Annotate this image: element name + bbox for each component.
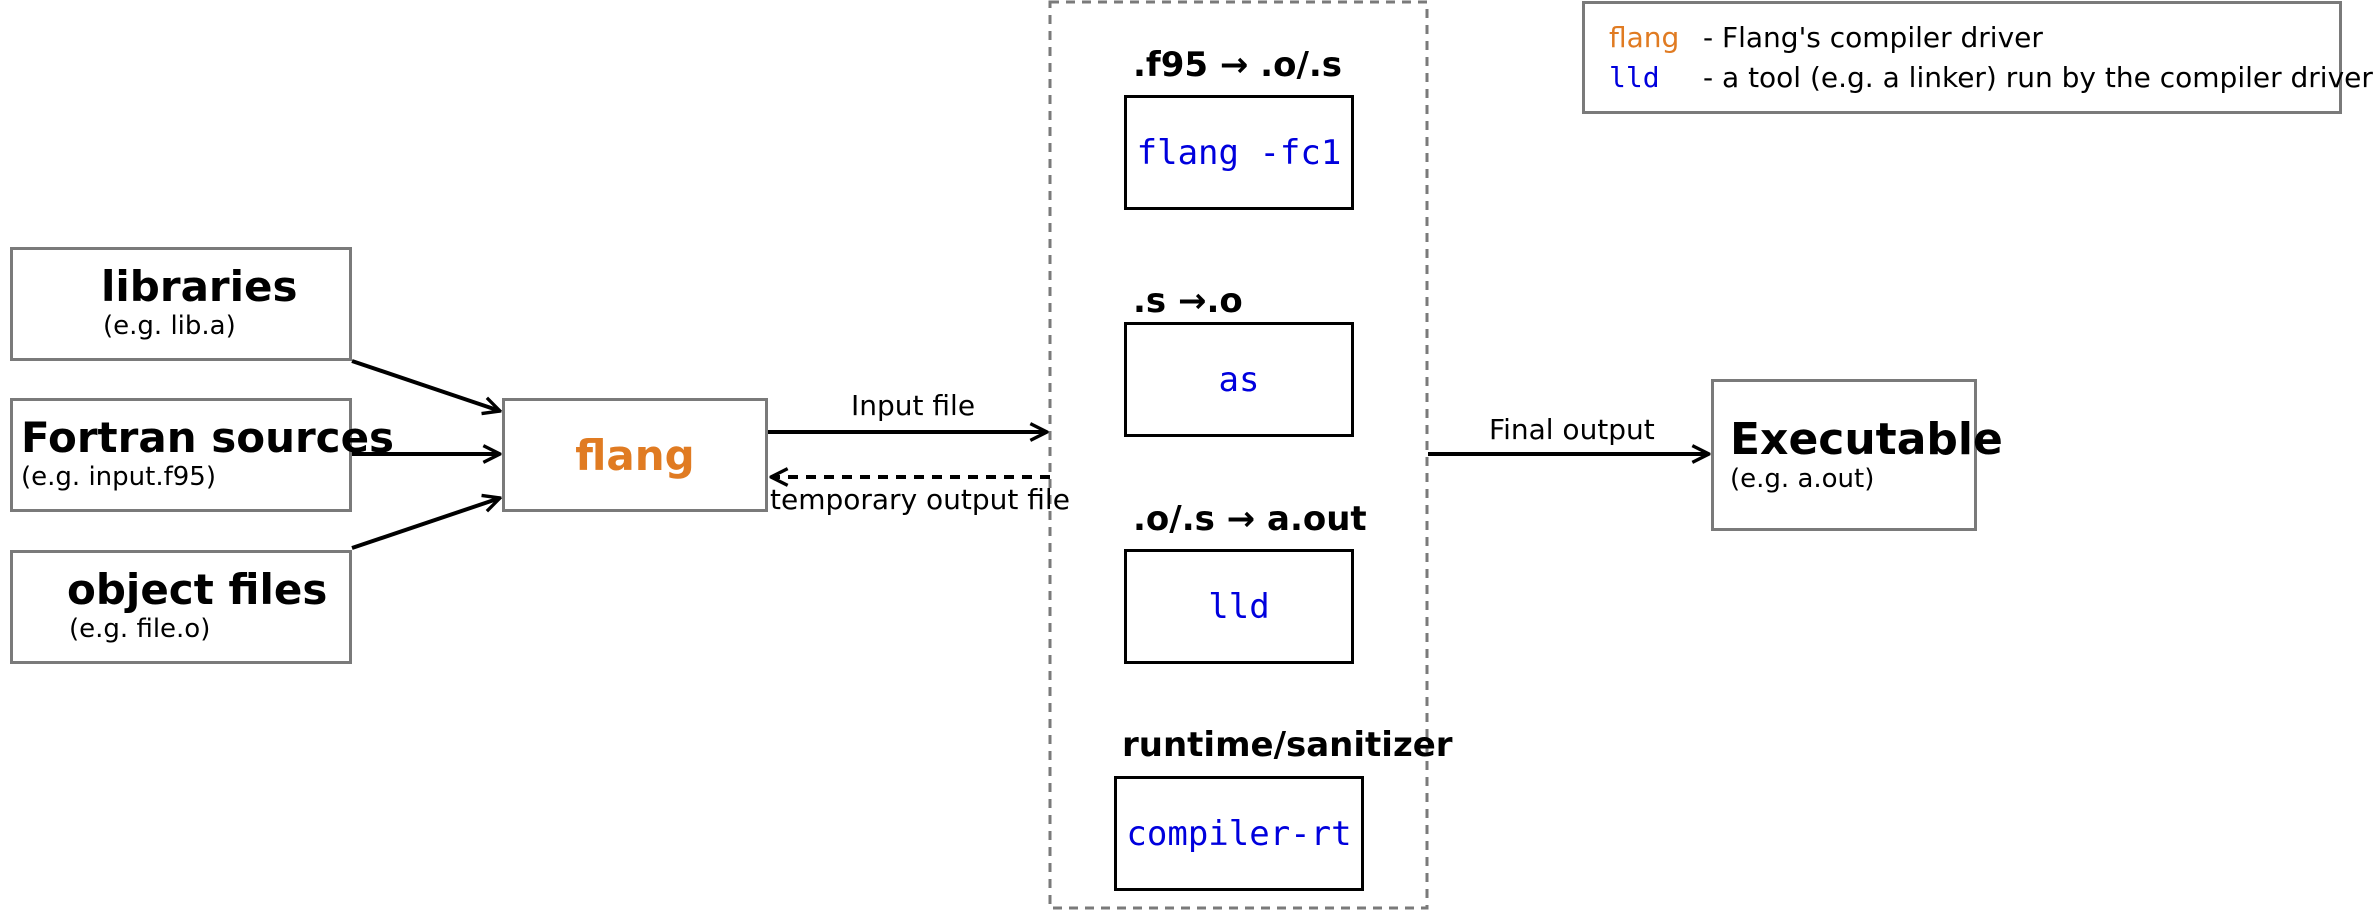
legend-box: flang - Flang's compiler driver lld - a … [1582, 1, 2373, 114]
arrow-libraries-to-flang [351, 359, 500, 411]
stage-label-link: .o/.s → a.out [1133, 499, 1367, 539]
input-object-files-example: (e.g. file.o) [69, 614, 211, 644]
stage-label-assemble: .s →.o [1133, 281, 1243, 321]
executable-example: (e.g. a.out) [1730, 464, 1875, 494]
tool-compiler-rt-label: compiler-rt [1126, 813, 1352, 854]
executable-title: Executable [1730, 414, 2003, 465]
input-fortran-sources-box: Fortran sources (e.g. input.f95) [10, 398, 394, 512]
tool-compiler-rt-box: compiler-rt [1114, 776, 1364, 891]
input-libraries-title: libraries [101, 262, 298, 311]
legend-lld-key: lld [1609, 61, 1660, 94]
tool-as-box: as [1124, 322, 1354, 437]
toolchain-dashed-frame [1048, 0, 1429, 910]
temporary-output-file-label: temporary output file [770, 483, 1070, 516]
input-libraries-example: (e.g. lib.a) [103, 311, 236, 341]
tool-flang-fc1-box: flang -fc1 [1124, 95, 1354, 210]
tool-as-label: as [1218, 359, 1260, 400]
legend-flang-text: - Flang's compiler driver [1703, 21, 2043, 54]
input-fortran-sources-title: Fortran sources [21, 413, 395, 462]
arrow-objects-to-flang [351, 498, 500, 550]
legend-flang-key: flang [1609, 21, 1680, 54]
tool-flang-fc1-label: flang -fc1 [1136, 132, 1342, 173]
input-object-files-title: object files [67, 565, 328, 614]
tool-lld-label: lld [1208, 586, 1270, 627]
final-output-label: Final output [1489, 413, 1655, 446]
input-object-files-box: object files (e.g. file.o) [10, 550, 352, 664]
flang-driver-label: flang [575, 430, 695, 480]
executable-box: Executable (e.g. a.out) [1711, 379, 2003, 531]
input-fortran-sources-example: (e.g. input.f95) [21, 462, 216, 492]
flang-driver-box: flang [502, 398, 768, 512]
stage-label-compile: .f95 → .o/.s [1133, 45, 1343, 85]
tool-lld-box: lld [1124, 549, 1354, 664]
stage-label-runtime: runtime/sanitizer [1122, 725, 1453, 765]
legend-lld-text: - a tool (e.g. a linker) run by the comp… [1703, 61, 2373, 94]
input-libraries-box: libraries (e.g. lib.a) [10, 247, 352, 361]
input-file-label: Input file [851, 389, 976, 422]
